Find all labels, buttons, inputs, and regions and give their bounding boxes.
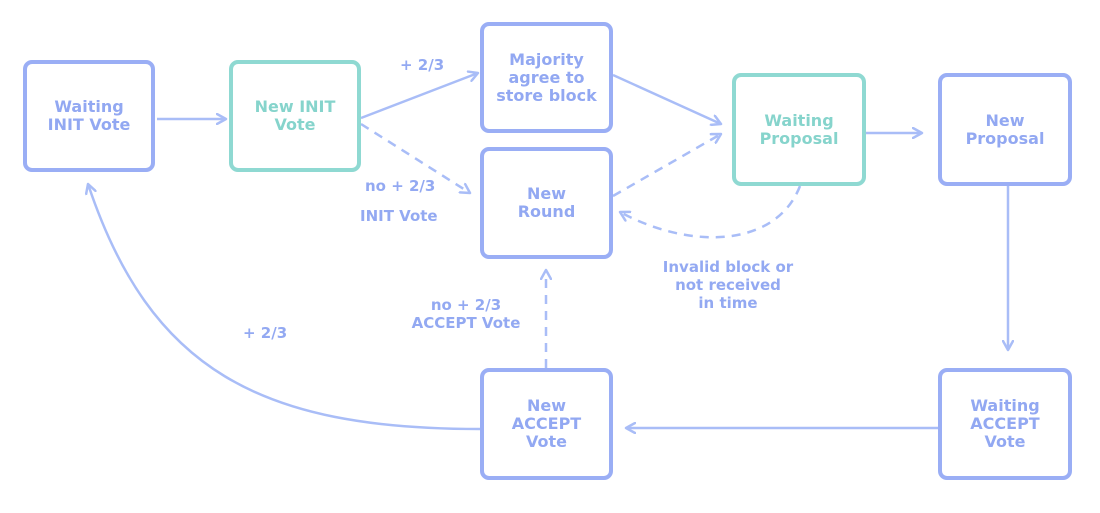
label-plus-two-thirds-left: + 2/3 bbox=[243, 324, 288, 342]
label-no-two-thirds-accept: no + 2/3 ACCEPT Vote bbox=[411, 296, 521, 332]
edge-new-init-to-new-round bbox=[360, 122, 470, 193]
edge-new-init-to-majority bbox=[360, 73, 478, 120]
node-majority-agree: Majority agree to store block bbox=[480, 22, 613, 133]
edge-majority-to-waiting-proposal bbox=[612, 73, 721, 124]
label-init-vote: INIT Vote bbox=[360, 207, 438, 225]
edge-waiting-proposal-to-new-round bbox=[620, 185, 802, 239]
node-new-init-vote: New INIT Vote bbox=[229, 60, 361, 172]
label-no-two-thirds-init: no + 2/3 bbox=[365, 177, 436, 195]
node-new-round: New Round bbox=[480, 147, 613, 259]
node-waiting-init-vote: Waiting INIT Vote bbox=[23, 60, 155, 172]
label-plus-two-thirds-top: + 2/3 bbox=[400, 56, 445, 74]
node-waiting-proposal: Waiting Proposal bbox=[732, 73, 866, 186]
node-waiting-accept-vote: Waiting ACCEPT Vote bbox=[938, 368, 1072, 480]
edge-new-round-to-waiting-proposal bbox=[612, 134, 721, 198]
edge-new-accept-to-waiting-init bbox=[88, 184, 481, 431]
node-new-accept-vote: New ACCEPT Vote bbox=[480, 368, 613, 480]
label-invalid-block: Invalid block or not received in time bbox=[662, 258, 794, 312]
node-new-proposal: New Proposal bbox=[938, 73, 1072, 186]
